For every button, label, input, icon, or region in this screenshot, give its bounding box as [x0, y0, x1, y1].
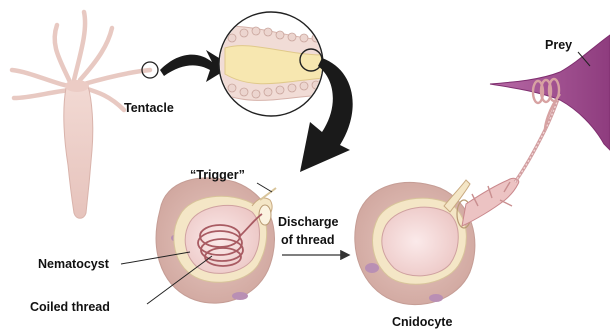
- magnified-tentacle: [215, 12, 330, 116]
- cnidocyte-discharged: [355, 94, 560, 305]
- label-prey: Prey: [545, 38, 572, 52]
- label-coiled-thread: Coiled thread: [30, 300, 110, 314]
- label-cnidocyte: Cnidocyte: [392, 315, 452, 329]
- hydra: [12, 12, 158, 218]
- hydra-body: [64, 86, 93, 218]
- prey: [490, 35, 610, 150]
- label-discharge-line2: of thread: [281, 233, 334, 247]
- label-trigger: “Trigger”: [190, 168, 245, 182]
- leader-trigger: [257, 183, 272, 192]
- label-tentacle: Tentacle: [124, 101, 174, 115]
- label-discharge-line1: Discharge: [278, 215, 338, 229]
- label-nematocyst: Nematocyst: [38, 257, 110, 271]
